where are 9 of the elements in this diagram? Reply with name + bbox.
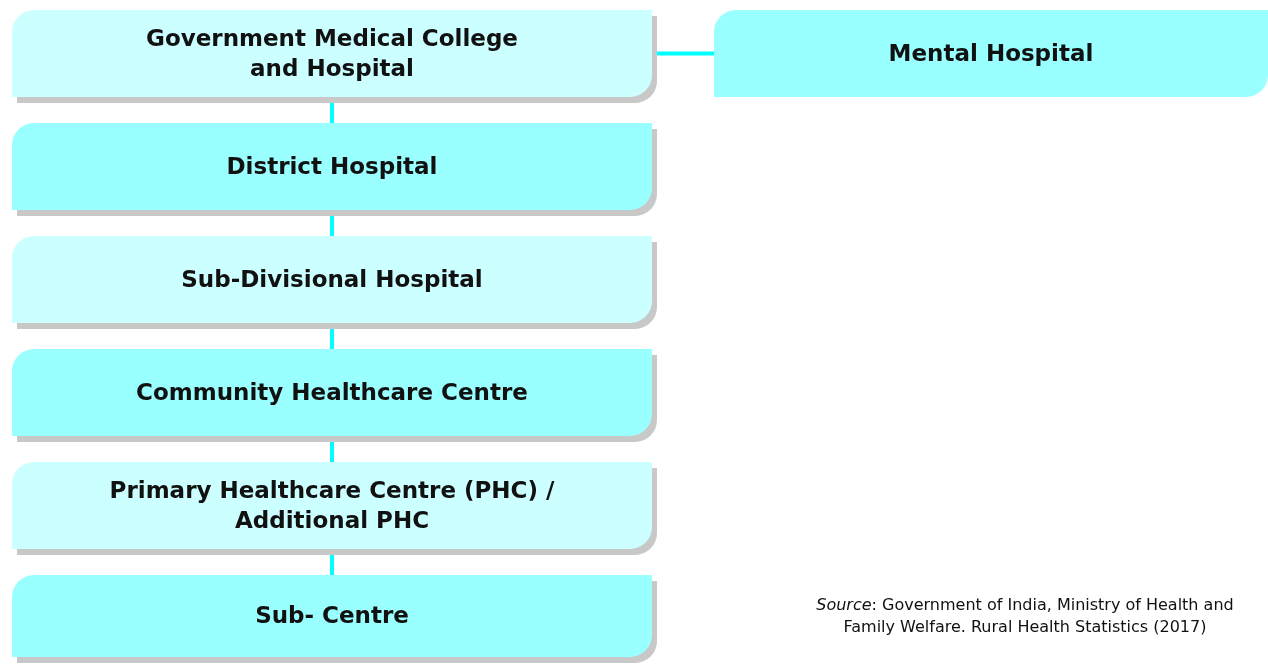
level-label: Government Medical College and Hospital: [145, 23, 519, 83]
source-note: Source: Government of India, Ministry of Health and Family Welfare. Rural Health Statistics (2017): [815, 594, 1235, 639]
level-label: District Hospital: [226, 151, 438, 181]
level-box: [714, 10, 1268, 97]
level-label: Community Healthcare Centre: [136, 377, 528, 407]
level-label: Primary Healthcare Centre (PHC) / Additional PHC: [108, 475, 556, 535]
level-label: Mental Hospital: [888, 38, 1094, 68]
level-label: Sub-Divisional Hospital: [181, 264, 483, 294]
level-label: Sub- Centre: [255, 601, 409, 631]
